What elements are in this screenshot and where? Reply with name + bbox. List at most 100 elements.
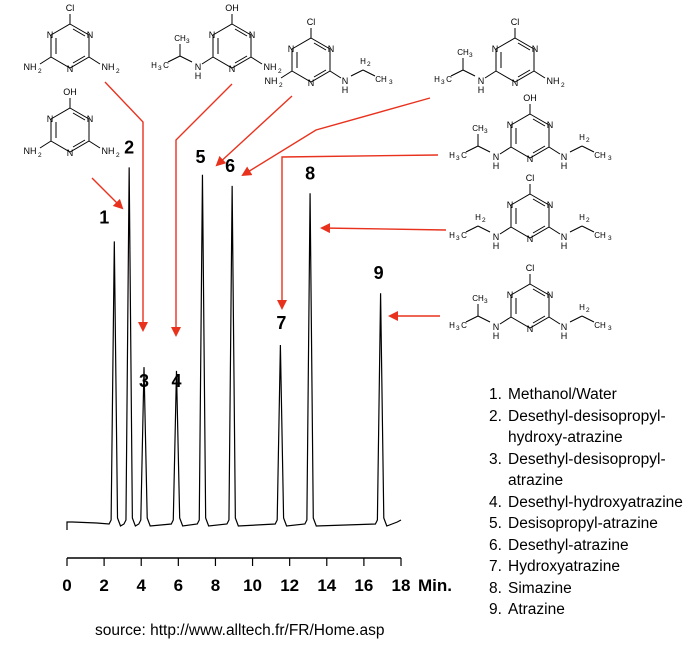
bond — [280, 70, 293, 79]
legend-compound-name: Desethyl-hydroxyatrazine — [508, 493, 683, 511]
bond — [499, 226, 512, 235]
atom-label: H — [579, 303, 585, 312]
legend-compound-name: Atrazine — [508, 601, 565, 618]
atom-label: 2 — [116, 152, 120, 159]
atom-label: 3 — [469, 52, 473, 59]
atom-label: N — [507, 290, 514, 300]
bond — [477, 225, 491, 233]
x-tick-label: 14 — [317, 576, 336, 595]
atom-label: N — [527, 154, 534, 164]
atom-label: N — [527, 324, 534, 334]
atom-label: N — [308, 78, 315, 88]
peak-label: 3 — [139, 371, 149, 391]
bond — [88, 140, 101, 149]
arrow-to-peak-8 — [320, 223, 447, 234]
atom-label: Cl — [511, 17, 520, 27]
atom-label: 2 — [116, 68, 120, 75]
chromatogram-trace — [66, 167, 402, 530]
atom-label: N — [493, 232, 500, 242]
atom-label: N — [229, 64, 236, 74]
atom-label: 3 — [441, 79, 445, 86]
arrow-to-peak-7 — [277, 154, 439, 310]
legend-number: 7. — [489, 558, 502, 575]
bond — [569, 145, 583, 153]
bond — [569, 315, 583, 323]
atom-label: N — [195, 62, 202, 72]
atom-label: 2 — [38, 152, 42, 159]
legend-compound-name: Methanol/Water — [508, 386, 617, 403]
legend-compound-name: Desethyl-desisopropyl-hydroxy-atrazine — [508, 407, 666, 447]
atom-label: NH — [265, 76, 278, 86]
triazine-ring — [510, 283, 550, 329]
bond — [465, 315, 479, 323]
bond — [201, 56, 214, 65]
atom-label: N — [342, 76, 349, 86]
atom-label: NH — [102, 62, 115, 72]
bond — [581, 145, 595, 153]
atom-label: CH — [457, 48, 469, 57]
atom-label: C — [163, 61, 169, 70]
atom-label: CH — [472, 294, 484, 303]
triazine-ring — [50, 107, 90, 153]
peak-label: 7 — [276, 313, 286, 333]
atom-label: CH — [174, 34, 186, 43]
triazine-ring — [50, 23, 90, 69]
atom-label: N — [561, 152, 568, 162]
legend-item: 4.Desethyl-hydroxyatrazine — [489, 492, 694, 514]
bond — [250, 56, 263, 65]
bond — [465, 225, 479, 233]
atom-label: C — [446, 75, 452, 84]
legend-item: 3.Desethyl-desisopropyl-atrazine — [489, 449, 694, 492]
atom-label: H — [151, 61, 157, 70]
atom-label: H — [449, 231, 455, 240]
x-tick-label: 6 — [174, 576, 183, 595]
bond — [39, 56, 52, 65]
bond — [39, 140, 52, 149]
atom-label: Cl — [526, 263, 535, 273]
atom-label: N — [47, 114, 54, 124]
x-tick-label: 8 — [211, 576, 220, 595]
bond — [569, 225, 583, 233]
arrow-to-peak-3 — [104, 81, 148, 332]
atom-label: H — [493, 161, 500, 171]
legend-number: 3. — [489, 450, 502, 468]
atom-label: N — [478, 76, 485, 86]
atom-label: N — [67, 64, 74, 74]
atom-label: N — [547, 290, 554, 300]
legend-item: 8.Simazine — [489, 578, 694, 600]
atom-label: CH — [594, 231, 606, 240]
atom-label: 2 — [586, 137, 590, 144]
atom-label: H — [434, 75, 440, 84]
bond — [533, 70, 546, 79]
atom-label: 2 — [38, 68, 42, 75]
atom-label: N — [561, 322, 568, 332]
atom-label: N — [527, 234, 534, 244]
atom-label: H — [561, 331, 568, 341]
atom-label: 2 — [278, 68, 282, 75]
peak-label: 9 — [374, 263, 384, 283]
atom-label: H — [579, 213, 585, 222]
x-tick-label: 10 — [243, 576, 262, 595]
bond — [548, 146, 561, 155]
bond — [581, 225, 595, 233]
atom-label: N — [87, 30, 94, 40]
atom-label: 3 — [608, 155, 612, 162]
x-tick-label: 16 — [354, 576, 373, 595]
bond — [499, 316, 512, 325]
atom-label: N — [209, 30, 216, 40]
atom-label: N — [67, 148, 74, 158]
peak-label: 1 — [99, 207, 109, 227]
atom-label: CH — [594, 151, 606, 160]
atom-label: Cl — [307, 17, 316, 27]
atom-label: CH — [375, 75, 387, 84]
legend-compound-name: Desisopropyl-atrazine — [508, 515, 658, 532]
atom-label: N — [493, 322, 500, 332]
